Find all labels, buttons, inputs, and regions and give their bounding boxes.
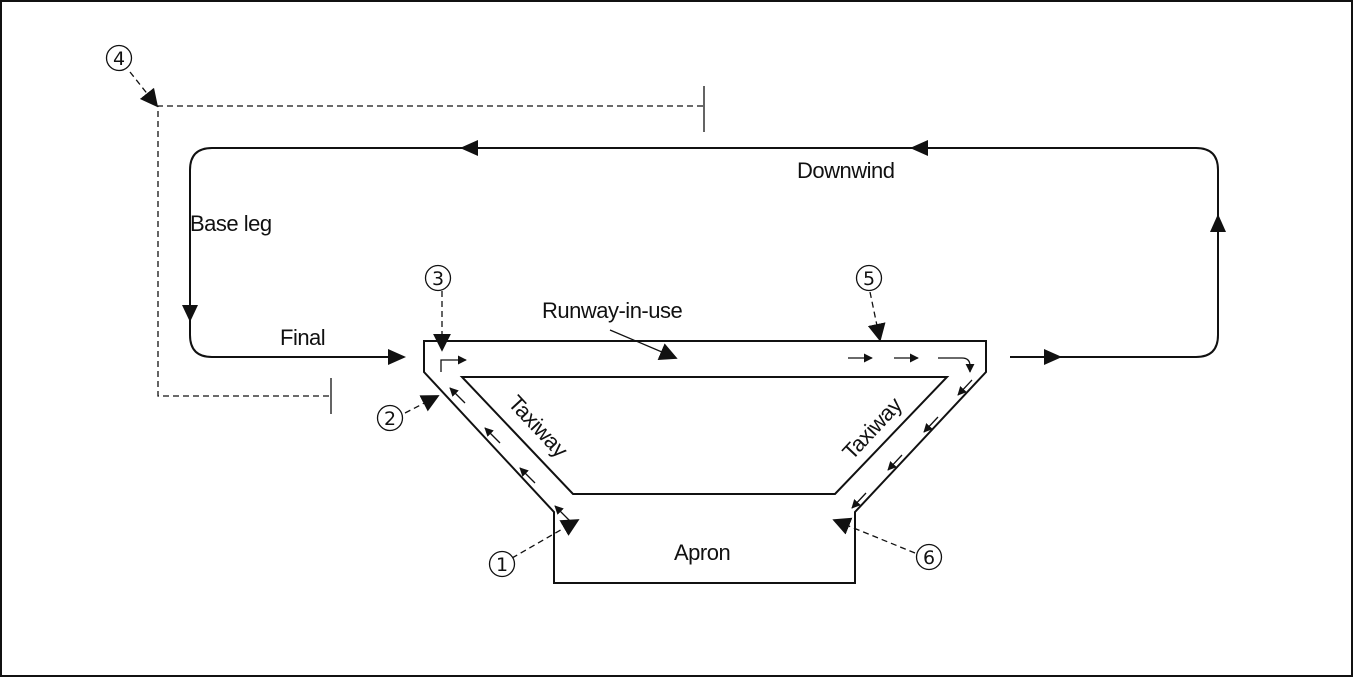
- circuit-left-path: [189, 147, 1219, 358]
- aerodrome-inner-edge: [459, 376, 950, 495]
- point-6: [915, 543, 943, 571]
- point-6-number: 6: [923, 547, 935, 569]
- traffic-circuit: [182, 140, 1226, 365]
- downwind-arrowhead-left: [460, 140, 478, 156]
- point-5-number: 5: [863, 268, 875, 290]
- point-1: [488, 550, 516, 578]
- base-leg-label: Base leg: [190, 211, 272, 236]
- downwind-label: Downwind: [797, 158, 895, 183]
- point-3: [424, 264, 452, 292]
- upwind-arrowhead: [1044, 349, 1062, 365]
- point-2-number: 2: [384, 408, 396, 430]
- aerodrome-outline: [423, 340, 987, 584]
- point-4-number: 4: [113, 48, 125, 70]
- point-pointers: [129, 71, 916, 559]
- aerodrome-layout: [423, 340, 987, 584]
- apron-label: Apron: [674, 540, 730, 565]
- taxiway-left-label: Taxiway: [503, 390, 573, 462]
- point-3-number: 3: [432, 268, 444, 290]
- point-2: [376, 404, 404, 432]
- reference-dashed-path: [157, 105, 703, 397]
- final-arrowhead: [388, 349, 406, 365]
- point-1-number: 1: [496, 554, 508, 576]
- downwind-arrowhead-right: [910, 140, 928, 156]
- base-leg-arrowhead: [182, 305, 198, 322]
- crosswind-arrowhead: [1210, 214, 1226, 232]
- point-5: [855, 264, 883, 292]
- runway-label: Runway-in-use: [542, 298, 682, 323]
- holding-reference-lines: [157, 86, 705, 414]
- taxi-direction-arrows: [440, 329, 975, 522]
- final-label: Final: [280, 325, 325, 350]
- point-4: [105, 44, 133, 72]
